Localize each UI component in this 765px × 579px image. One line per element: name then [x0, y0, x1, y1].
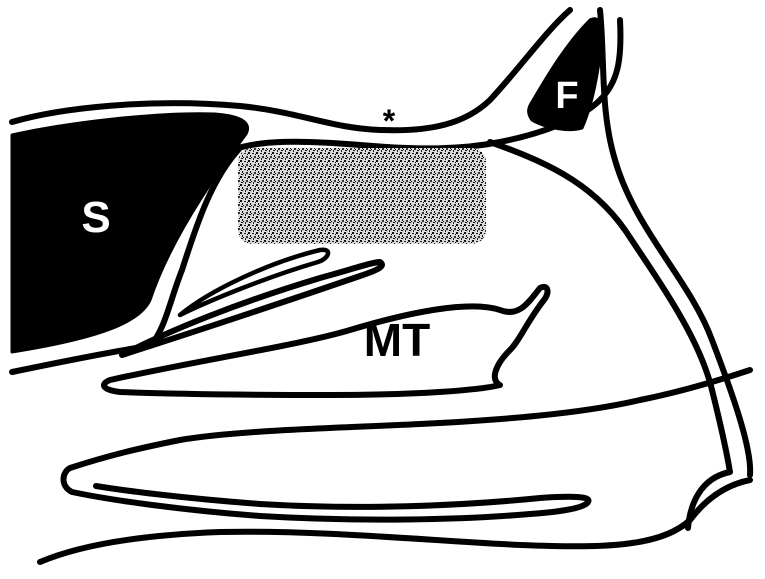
marker-asterisk: * — [383, 103, 396, 139]
label-s: S — [81, 193, 110, 242]
label-f: F — [555, 75, 578, 117]
stippled-region — [238, 148, 486, 244]
lamella-lower — [122, 262, 382, 355]
label-mt: MT — [364, 314, 430, 366]
roof-outer-contour — [12, 10, 570, 130]
inner-anterior-wall — [490, 142, 730, 528]
